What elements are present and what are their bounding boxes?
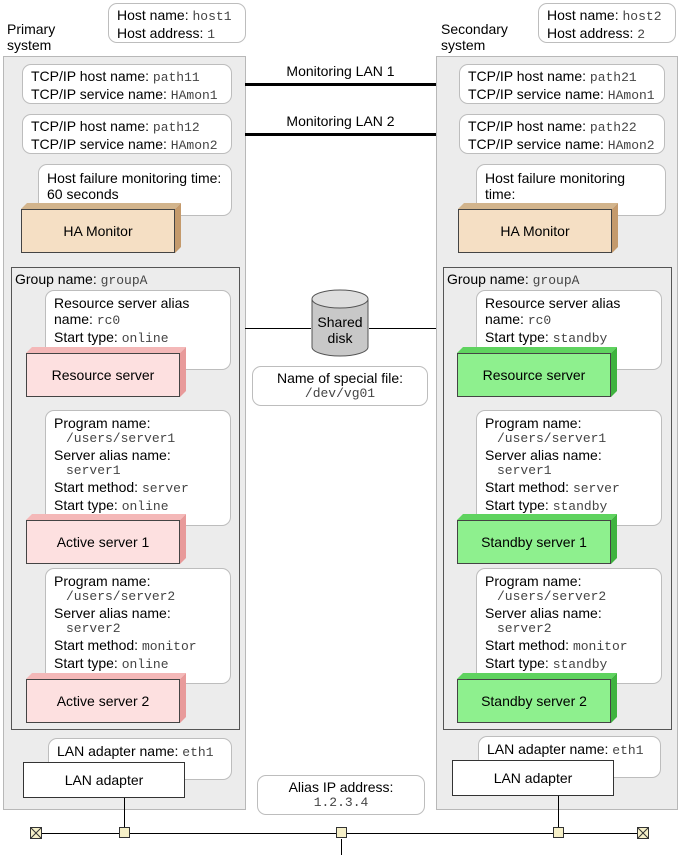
primary-resource-server: Resource server <box>26 347 186 397</box>
center-drop <box>341 839 342 855</box>
monitoring-lan-2-label: Monitoring LAN 2 <box>286 113 395 129</box>
left-terminator-icon <box>30 827 42 839</box>
secondary-lan-adapter: LAN adapter <box>452 760 614 796</box>
monitoring-lan-1-label: Monitoring LAN 1 <box>286 63 395 79</box>
primary-server2-callout: Program name: /users/server2 Server alia… <box>45 568 231 684</box>
alias-ip-callout: Alias IP address: 1.2.3.4 <box>257 775 425 815</box>
secondary-standby-server-1: Standby server 1 <box>457 514 617 564</box>
secondary-standby-server-2: Standby server 2 <box>457 673 617 723</box>
secondary-group <box>443 267 672 730</box>
secondary-adapter-drop <box>558 796 559 827</box>
primary-active-server-1: Active server 1 <box>26 514 186 564</box>
disk-connector-right <box>369 328 436 329</box>
primary-group-name: Group name: groupA <box>15 271 148 288</box>
shared-disk-label: Shared disk <box>317 314 363 346</box>
disk-connector-left <box>245 328 311 329</box>
secondary-ha-monitor: HA Monitor <box>458 203 618 253</box>
secondary-system-title: Secondary system <box>441 21 508 53</box>
primary-ha-monitor: HA Monitor <box>21 203 181 253</box>
right-terminator-icon <box>637 827 649 839</box>
secondary-tcp2-callout: TCP/IP host name: path22 TCP/IP service … <box>459 114 665 154</box>
monitoring-lan-1-line <box>245 83 436 86</box>
secondary-network-node <box>553 827 564 838</box>
primary-resource-callout: Resource server alias name: rc0 Start ty… <box>45 290 231 370</box>
secondary-server1-callout: Program name: /users/server1 Server alia… <box>476 410 662 526</box>
secondary-server2-callout: Program name: /users/server2 Server alia… <box>476 568 662 684</box>
secondary-resource-server: Resource server <box>457 347 617 397</box>
special-file-callout: Name of special file: /dev/vg01 <box>252 366 428 406</box>
primary-group <box>11 267 240 730</box>
center-network-node <box>336 827 347 838</box>
primary-system-title: Primary system <box>7 21 56 53</box>
secondary-tcp1-callout: TCP/IP host name: path21 TCP/IP service … <box>459 64 665 104</box>
monitoring-lan-2-line <box>245 133 436 136</box>
primary-ha-monitor-label: HA Monitor <box>21 209 175 253</box>
primary-adapter-drop <box>124 798 125 827</box>
secondary-host-callout: Host name: host2 Host address: 2 <box>538 3 676 43</box>
secondary-group-name: Group name: groupA <box>447 271 580 288</box>
primary-host-callout: Host name: host1 Host address: 1 <box>108 3 246 43</box>
primary-tcp2-callout: TCP/IP host name: path12 TCP/IP service … <box>22 114 232 154</box>
primary-server1-callout: Program name: /users/server1 Server alia… <box>45 410 231 526</box>
shared-disk-icon <box>311 289 369 357</box>
primary-network-node <box>119 827 130 838</box>
primary-lan-adapter: LAN adapter <box>23 762 185 798</box>
primary-active-server-2: Active server 2 <box>26 673 186 723</box>
primary-tcp1-callout: TCP/IP host name: path11 TCP/IP service … <box>22 64 232 104</box>
